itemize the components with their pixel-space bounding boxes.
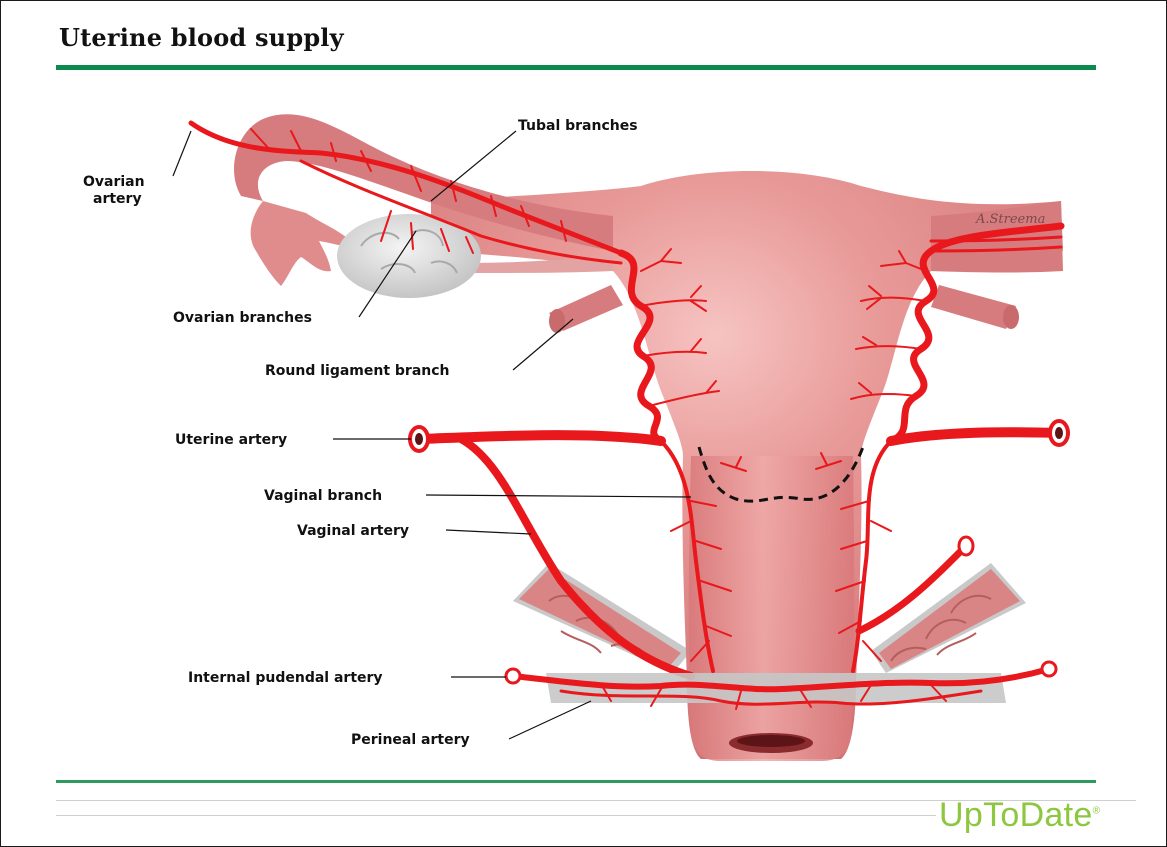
brand-name: UpToDate <box>939 796 1093 834</box>
label-perineal-artery: Perineal artery <box>351 732 470 748</box>
vagina <box>689 456 855 761</box>
label-vaginal-branch: Vaginal branch <box>264 488 382 504</box>
uptodate-logo: UpToDate® <box>939 796 1100 835</box>
label-ovarian-branches: Ovarian branches <box>173 310 312 326</box>
artist-signature: A.Streema <box>975 212 1045 227</box>
leader-ovarian-artery <box>173 131 191 176</box>
label-uterine-artery: Uterine artery <box>175 432 287 448</box>
footer-line <box>56 815 936 816</box>
pelvic-muscle-left <box>513 563 691 673</box>
label-round-ligament-branch: Round ligament branch <box>265 363 450 379</box>
label-ovarian-artery-line1: Ovarian <box>83 174 145 190</box>
label-vaginal-artery: Vaginal artery <box>297 523 409 539</box>
label-internal-pudendal-artery: Internal pudendal artery <box>188 670 383 686</box>
fimbriae <box>251 201 353 286</box>
leader-vaginal-branch <box>426 495 691 497</box>
label-ovarian-artery-line2: artery <box>93 191 142 207</box>
label-tubal-branches: Tubal branches <box>518 118 638 134</box>
leader-vaginal-artery <box>446 530 531 534</box>
round-ligament-right <box>931 285 1016 329</box>
footer-divider <box>56 780 1096 783</box>
pelvic-muscle-right <box>871 563 1026 673</box>
registered-mark: ® <box>1093 806 1101 817</box>
leader-round-ligament <box>513 319 573 370</box>
leader-perineal-artery <box>509 701 591 739</box>
